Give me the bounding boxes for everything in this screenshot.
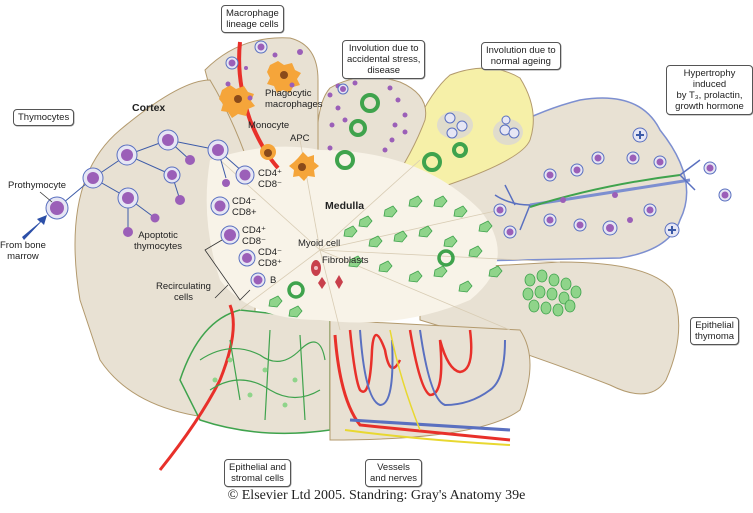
fibroblast-cells bbox=[318, 275, 343, 289]
myoid-cell bbox=[311, 260, 321, 276]
phagocytic-macrophages bbox=[219, 40, 303, 118]
label-hypertrophy: Hypertrophy induced by T₃, prolactin, gr… bbox=[666, 65, 753, 115]
thymocyte-cell bbox=[157, 129, 179, 151]
artery-lower-left bbox=[158, 304, 235, 471]
label-myoid-cell: Myoid cell bbox=[298, 238, 341, 249]
epithelial-stromal-network bbox=[199, 329, 326, 421]
label-from-bone-marrow: From bone marrow bbox=[0, 240, 46, 262]
monocyte-cell bbox=[260, 144, 276, 160]
label-involution-stress: Involution due to accidental stress, dis… bbox=[342, 40, 426, 79]
label-phagocytic-macrophages: Phagocytic macrophages bbox=[265, 88, 323, 110]
thymoma-cells bbox=[522, 269, 582, 317]
label-cd4m-cd8p-1: CD4⁻ CD8+ bbox=[232, 196, 257, 218]
thymocyte-cell bbox=[163, 166, 181, 184]
b-cell bbox=[250, 272, 266, 288]
thymocyte-cell bbox=[116, 144, 138, 166]
label-involution-ageing: Involution due to normal ageing bbox=[481, 42, 561, 70]
thymocytes bbox=[45, 129, 266, 288]
prothymocyte-pointer bbox=[39, 191, 53, 203]
apoptotic-thymocyte bbox=[123, 227, 133, 237]
vessels-and-nerves bbox=[333, 329, 511, 446]
label-vessels-nerves: Vessels and nerves bbox=[365, 459, 423, 487]
hassall-corpuscle bbox=[437, 249, 455, 267]
medulla-epithelial-cells bbox=[268, 195, 503, 318]
thymocyte-cell bbox=[117, 187, 139, 209]
prothymocyte-cell bbox=[45, 196, 69, 220]
label-apc: APC bbox=[290, 133, 310, 144]
ageing-lobe-contents bbox=[422, 111, 523, 172]
bone-marrow-arrow-icon bbox=[22, 215, 47, 240]
recirculating-pointer bbox=[214, 284, 229, 299]
label-monocyte: Monocyte bbox=[248, 120, 290, 131]
recirc-cd4p-cd8m-cell bbox=[220, 225, 240, 245]
thymocyte-cell bbox=[207, 139, 229, 161]
apc-cell bbox=[289, 152, 319, 181]
label-epithelial-stromal: Epithelial and stromal cells bbox=[224, 459, 292, 487]
recirc-cd4m-cd8p-cell bbox=[238, 249, 256, 267]
label-medulla: Medulla bbox=[325, 200, 365, 212]
label-macrophage-lineage: Macrophage lineage cells bbox=[221, 5, 284, 33]
label-cortex: Cortex bbox=[132, 102, 166, 114]
hassall-corpuscle bbox=[287, 281, 305, 299]
label-recirculating-cells: Recirculating cells bbox=[156, 281, 211, 303]
label-epithelial-thymoma: Epithelial thymoma bbox=[690, 317, 740, 345]
cd4p-cd8m-cell bbox=[235, 165, 255, 185]
label-cd4p-cd8m-2: CD4⁺ CD8⁻ bbox=[242, 225, 267, 247]
label-cd4m-cd8p-2: CD4⁻ CD8⁺ bbox=[258, 247, 283, 269]
copyright-caption: © Elsevier Ltd 2005. Standring: Gray's A… bbox=[227, 488, 526, 503]
recirculating-bracket bbox=[204, 239, 251, 301]
cd4m-cd8p-cell bbox=[210, 196, 230, 216]
label-thymocytes: Thymocytes bbox=[13, 109, 75, 126]
label-apoptotic-thymocytes: Apoptotic thymocytes bbox=[134, 230, 183, 252]
label-prothymocyte: Prothymocyte bbox=[8, 180, 67, 191]
apoptotic-thymocyte bbox=[222, 179, 230, 187]
label-fibroblasts: Fibroblasts bbox=[322, 255, 369, 266]
label-cd4p-cd8m-1: CD4⁺ CD8⁻ bbox=[258, 168, 283, 190]
apoptotic-thymocyte bbox=[150, 213, 160, 223]
apoptotic-thymocyte bbox=[185, 155, 195, 165]
label-b-cell: B bbox=[270, 275, 277, 286]
apoptotic-thymocyte bbox=[175, 195, 185, 205]
thymocyte-cell bbox=[82, 167, 104, 189]
stress-lobe-contents bbox=[327, 80, 408, 170]
hypertrophy-lobe-contents bbox=[493, 127, 732, 239]
